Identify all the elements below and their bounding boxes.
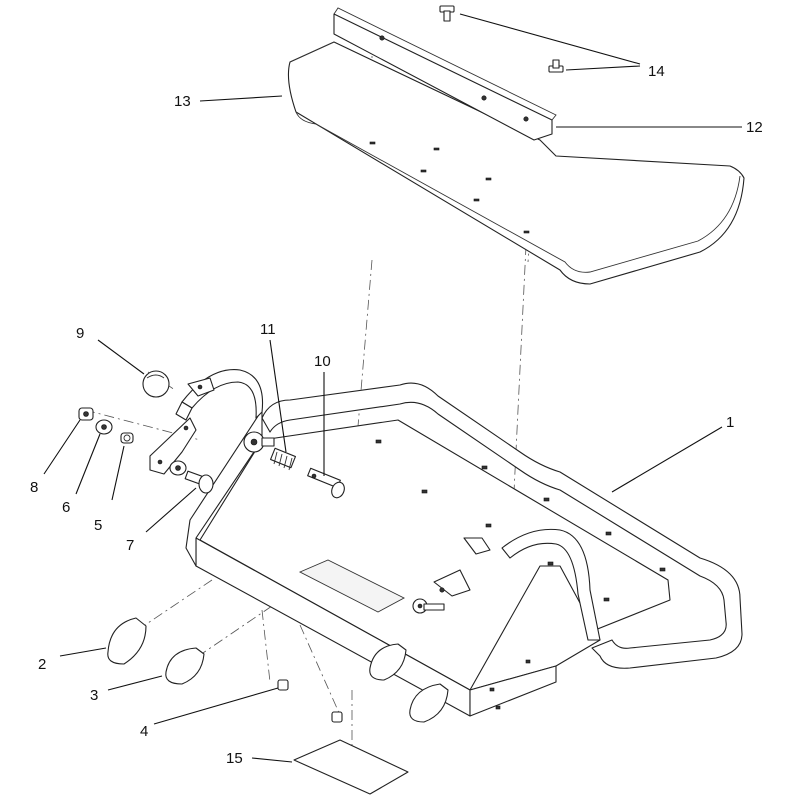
frame-slots	[375, 439, 666, 710]
screw-upper	[439, 5, 455, 22]
callout-7: 7	[126, 537, 134, 554]
seat-frame	[175, 369, 743, 717]
callout-2: 2	[38, 656, 46, 673]
pad	[293, 739, 409, 795]
screws	[439, 5, 564, 73]
nut	[78, 407, 94, 421]
latch-brackets	[149, 377, 491, 614]
callout-6: 6	[62, 499, 70, 516]
lock-nuts	[277, 679, 343, 723]
bumper-2	[165, 647, 205, 685]
callout-15: 15	[226, 750, 243, 767]
callout-14: 14	[648, 63, 665, 80]
callout-3: 3	[90, 687, 98, 704]
bumper-3	[369, 643, 407, 681]
callout-11: 11	[260, 321, 276, 338]
bumper-1	[107, 617, 147, 665]
pin	[307, 467, 345, 499]
callout-10: 10	[314, 353, 331, 370]
spring	[270, 447, 296, 471]
hinge-bracket	[333, 7, 557, 141]
leader-lines	[43, 13, 742, 763]
clevis-pin	[184, 470, 214, 494]
bumper-4	[409, 683, 449, 723]
callout-labels: 1 2 3 4 5 6 7 8 9 10 11 12 13 14 15	[30, 63, 763, 767]
seat-pan	[287, 41, 745, 285]
callout-13: 13	[174, 93, 191, 110]
callout-1: 1	[726, 414, 734, 431]
callout-4: 4	[140, 723, 148, 740]
callout-8: 8	[30, 479, 38, 496]
screw-lower	[548, 59, 564, 73]
callout-12: 12	[746, 119, 763, 136]
bumpers	[107, 617, 449, 723]
callout-5: 5	[94, 517, 102, 534]
knob	[142, 370, 170, 398]
latch-pin-assembly	[243, 431, 345, 499]
washer-2	[169, 460, 187, 476]
small-hardware	[78, 407, 214, 494]
spacer	[120, 432, 134, 444]
washer	[95, 419, 113, 435]
seat-slots	[369, 141, 530, 234]
callout-9: 9	[76, 325, 84, 342]
